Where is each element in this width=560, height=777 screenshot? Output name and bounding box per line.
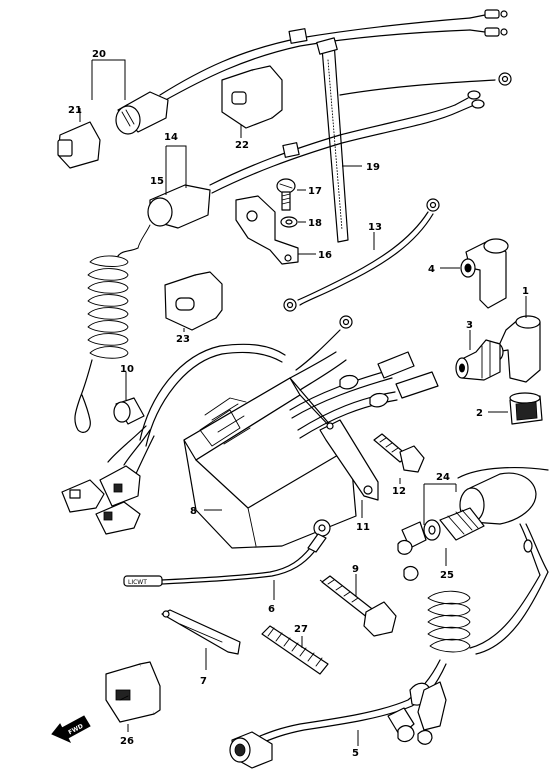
part-24-assembly	[397, 467, 549, 581]
label-9: 9	[352, 564, 359, 575]
label-15: 15	[150, 176, 164, 187]
label-16: 16	[318, 250, 332, 261]
label-10: 10	[120, 364, 134, 375]
part-4-plug-cap	[460, 238, 509, 309]
left-connectors	[61, 425, 155, 535]
label-13: 13	[368, 222, 382, 233]
part-12-bolt	[373, 433, 425, 473]
part-11-bracket	[319, 419, 379, 501]
label-6: 6	[268, 604, 275, 615]
part-21-plug	[57, 121, 101, 169]
coil-spring-left	[74, 247, 139, 433]
part-5-harness	[229, 659, 447, 769]
part-2-cap	[509, 392, 543, 425]
part-19-cable-tie	[316, 37, 349, 243]
label-3: 3	[466, 320, 473, 331]
label-19: 19	[366, 162, 380, 173]
coil-spring-right	[427, 571, 549, 655]
label-25: 25	[440, 570, 454, 581]
label-22: 22	[235, 140, 249, 151]
top-harness-wire	[159, 9, 512, 103]
part-27-spring	[261, 625, 329, 675]
label-2: 2	[476, 408, 483, 419]
part-22-grommet	[221, 65, 283, 129]
label-14: 14	[164, 132, 178, 143]
part-15-connector	[137, 184, 211, 249]
part-9-bolt	[319, 575, 397, 637]
label-4: 4	[428, 264, 435, 275]
part-6-sensor-lead: LICWT	[123, 519, 331, 587]
part-7-strap	[161, 609, 241, 655]
label-12: 12	[392, 486, 406, 497]
label-26: 26	[120, 736, 134, 747]
part-3-boot	[455, 339, 501, 381]
leader-14	[165, 145, 187, 195]
part-23-grommet	[164, 271, 223, 331]
leader-20	[91, 59, 126, 100]
label-11: 11	[356, 522, 370, 533]
label-7: 7	[200, 676, 207, 687]
part-16-bracket	[235, 195, 299, 265]
part-26-pad	[105, 661, 161, 723]
label-20: 20	[92, 49, 106, 60]
label-23: 23	[176, 334, 190, 345]
lead-boots	[339, 351, 439, 408]
label-17: 17	[308, 186, 322, 197]
label-5: 5	[352, 748, 359, 759]
part-18-washer	[280, 216, 298, 228]
label-21: 21	[68, 105, 82, 116]
mid-harness-wire	[209, 90, 485, 194]
part-10-sleeve	[113, 397, 145, 425]
sensor-tag-text: LICWT	[128, 579, 147, 586]
label-18: 18	[308, 218, 322, 229]
fwd-arrow-icon: FWD	[51, 715, 91, 744]
leader-24	[423, 483, 457, 525]
part-17-screw	[276, 178, 296, 211]
part-8-cdi-unit	[139, 343, 398, 549]
label-8: 8	[190, 506, 197, 517]
label-1: 1	[522, 286, 529, 297]
label-24: 24	[436, 472, 450, 483]
label-27: 27	[294, 624, 308, 635]
cdi-ground-lead	[295, 315, 353, 371]
part-20-connector	[115, 91, 169, 135]
part-13-ground-wire	[283, 198, 440, 312]
